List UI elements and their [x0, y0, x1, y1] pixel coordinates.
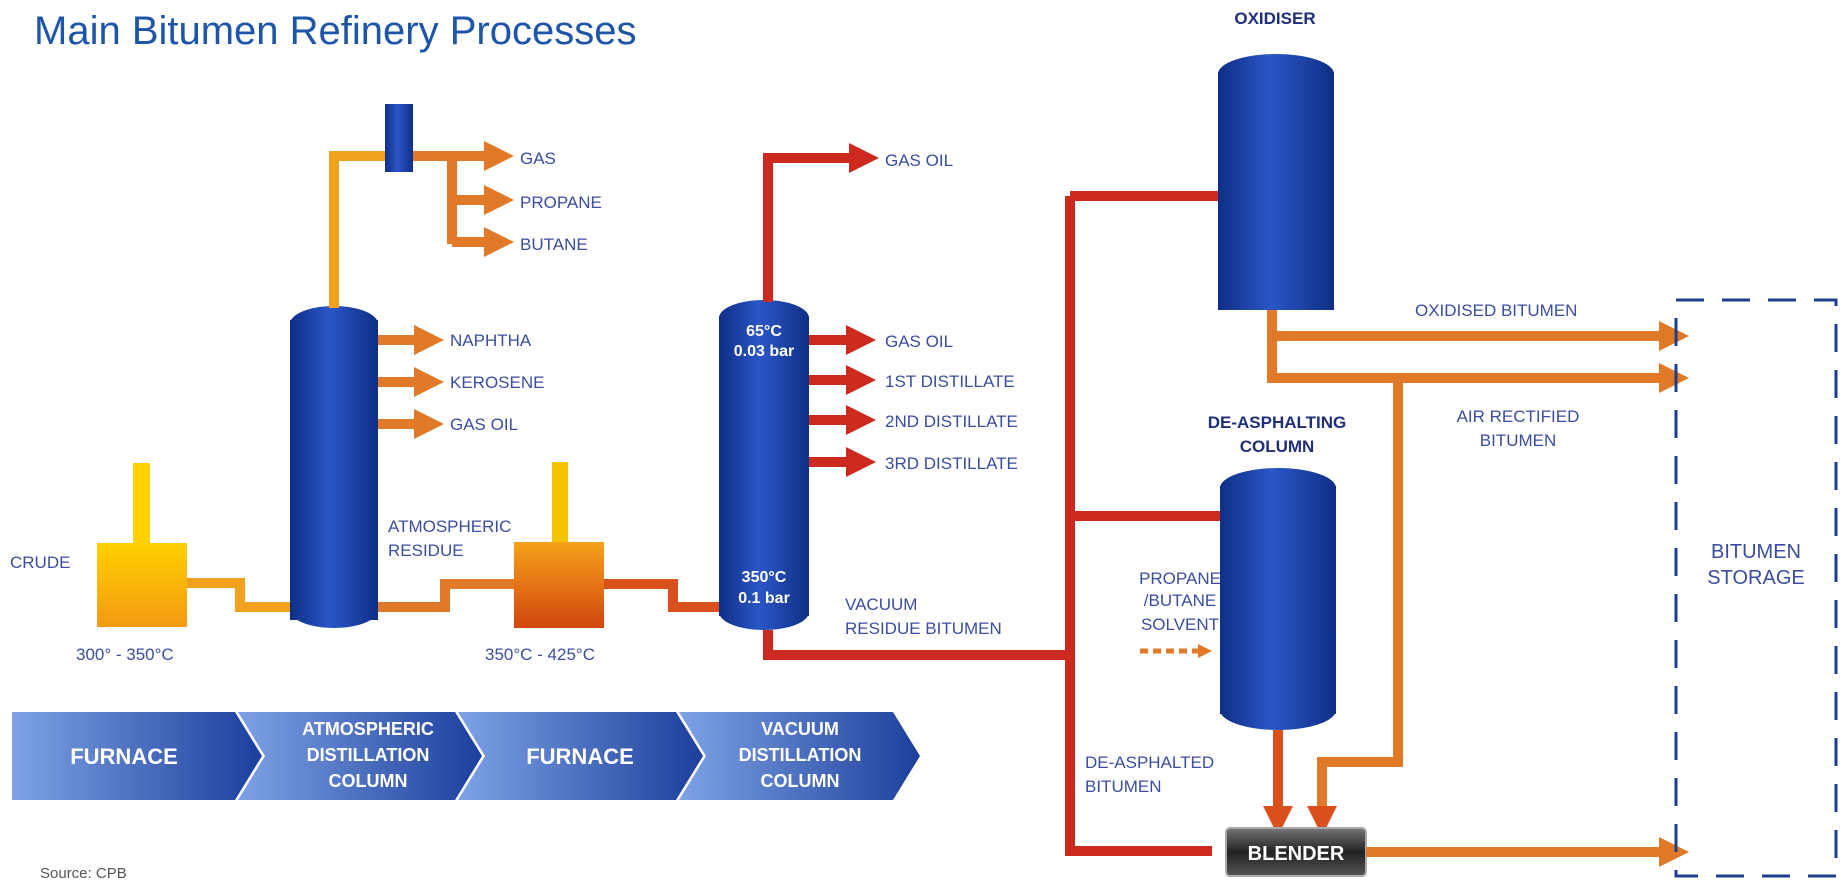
atm-residue-label-1: ATMOSPHERIC [388, 517, 511, 536]
furnace2-to-vac-line [604, 579, 722, 612]
blender-label: BLENDER [1248, 843, 1345, 865]
solvent-arrowhead [1198, 644, 1212, 658]
furnace-1-chimney [133, 463, 150, 545]
solvent-label-3: SOLVENT [1141, 615, 1219, 634]
step-4-label-3: COLUMN [761, 771, 840, 791]
naphtha-label: NAPHTHA [450, 331, 532, 350]
vac-top-temp: 65°C [746, 323, 782, 340]
step-furnace-1 [12, 712, 262, 800]
air-rectified-to-blender-arrow [1307, 378, 1403, 836]
vac-residue-label-1: VACUUM [845, 595, 917, 614]
vac-residue-line [763, 630, 1070, 660]
furnace-2 [514, 542, 604, 628]
third-distillate-label: 3RD DISTILLATE [885, 454, 1018, 473]
step-2-label-1: ATMOSPHERIC [302, 719, 434, 739]
furnace-1 [97, 543, 187, 627]
deasphalting-column-body [1220, 486, 1336, 714]
vac-top-gas-oil-arrow [763, 143, 879, 302]
atm-residue-line [378, 579, 515, 612]
oxidised-bitumen-label: OXIDISED BITUMEN [1415, 301, 1577, 320]
kerosene-label: KEROSENE [450, 373, 544, 392]
oxidiser-label: OXIDISER [1234, 9, 1315, 28]
atm-overhead-line [329, 151, 385, 308]
vac-bottom-temp: 350°C [742, 569, 787, 586]
propane-label: PROPANE [520, 193, 602, 212]
step-4-label-1: VACUUM [761, 719, 839, 739]
deasphalting-label-2: COLUMN [1240, 437, 1315, 456]
air-rectified-label-2: BITUMEN [1480, 431, 1557, 450]
second-distillate-label: 2ND DISTILLATE [885, 412, 1018, 431]
vac-top-gas-oil-label: GAS OIL [885, 151, 953, 170]
atmospheric-column-body [290, 320, 378, 620]
solvent-label-1: PROPANE [1139, 569, 1221, 588]
step-vacuum [679, 712, 920, 800]
solvent-label-2: /BUTANE [1144, 591, 1216, 610]
butane-label: BUTANE [520, 235, 588, 254]
deasphalted-label-1: DE-ASPHALTED [1085, 753, 1214, 772]
step-1-label: FURNACE [70, 744, 178, 769]
source-note: Source: CPB [40, 865, 127, 880]
step-3-label: FURNACE [526, 744, 634, 769]
atm-gas-oil-label: GAS OIL [450, 415, 518, 434]
step-4-label-2: DISTILLATION [739, 745, 862, 765]
atm-residue-label-2: RESIDUE [388, 541, 464, 560]
crude-label: CRUDE [10, 553, 70, 572]
gas-label: GAS [520, 149, 556, 168]
vacuum-column-body [719, 316, 809, 616]
overhead-drum [385, 104, 413, 172]
deasphalted-label-2: BITUMEN [1085, 777, 1162, 796]
furnace-1-temp: 300° - 350°C [76, 645, 174, 664]
vac-bottom-pressure: 0.1 bar [738, 590, 790, 607]
furnace-2-chimney [552, 462, 568, 544]
air-rectified-label-1: AIR RECTIFIED [1457, 407, 1580, 426]
storage-label-1: BITUMEN [1711, 541, 1801, 563]
step-2-label-2: DISTILLATION [307, 745, 430, 765]
first-distillate-label: 1ST DISTILLATE [885, 372, 1015, 391]
step-atmospheric [238, 712, 482, 800]
process-steps-banner: FURNACE ATMOSPHERIC DISTILLATION COLUMN … [12, 712, 920, 800]
step-2-label-3: COLUMN [329, 771, 408, 791]
step-furnace-2 [458, 712, 703, 800]
air-rectified-arrow [1267, 310, 1689, 393]
page-title: Main Bitumen Refinery Processes [34, 9, 636, 53]
furnace-2-temp: 350°C - 425°C [485, 645, 595, 664]
vac-residue-label-2: RESIDUE BITUMEN [845, 619, 1002, 638]
furnace1-to-atm-line [187, 578, 292, 612]
residue-trunk-line [1065, 196, 1212, 856]
oxidiser-column-body [1218, 72, 1334, 310]
vac-top-pressure: 0.03 bar [734, 343, 794, 360]
storage-label-2: STORAGE [1707, 567, 1804, 589]
vac-gas-oil-label: GAS OIL [885, 332, 953, 351]
deasphalting-label-1: DE-ASPHALTING [1208, 413, 1347, 432]
